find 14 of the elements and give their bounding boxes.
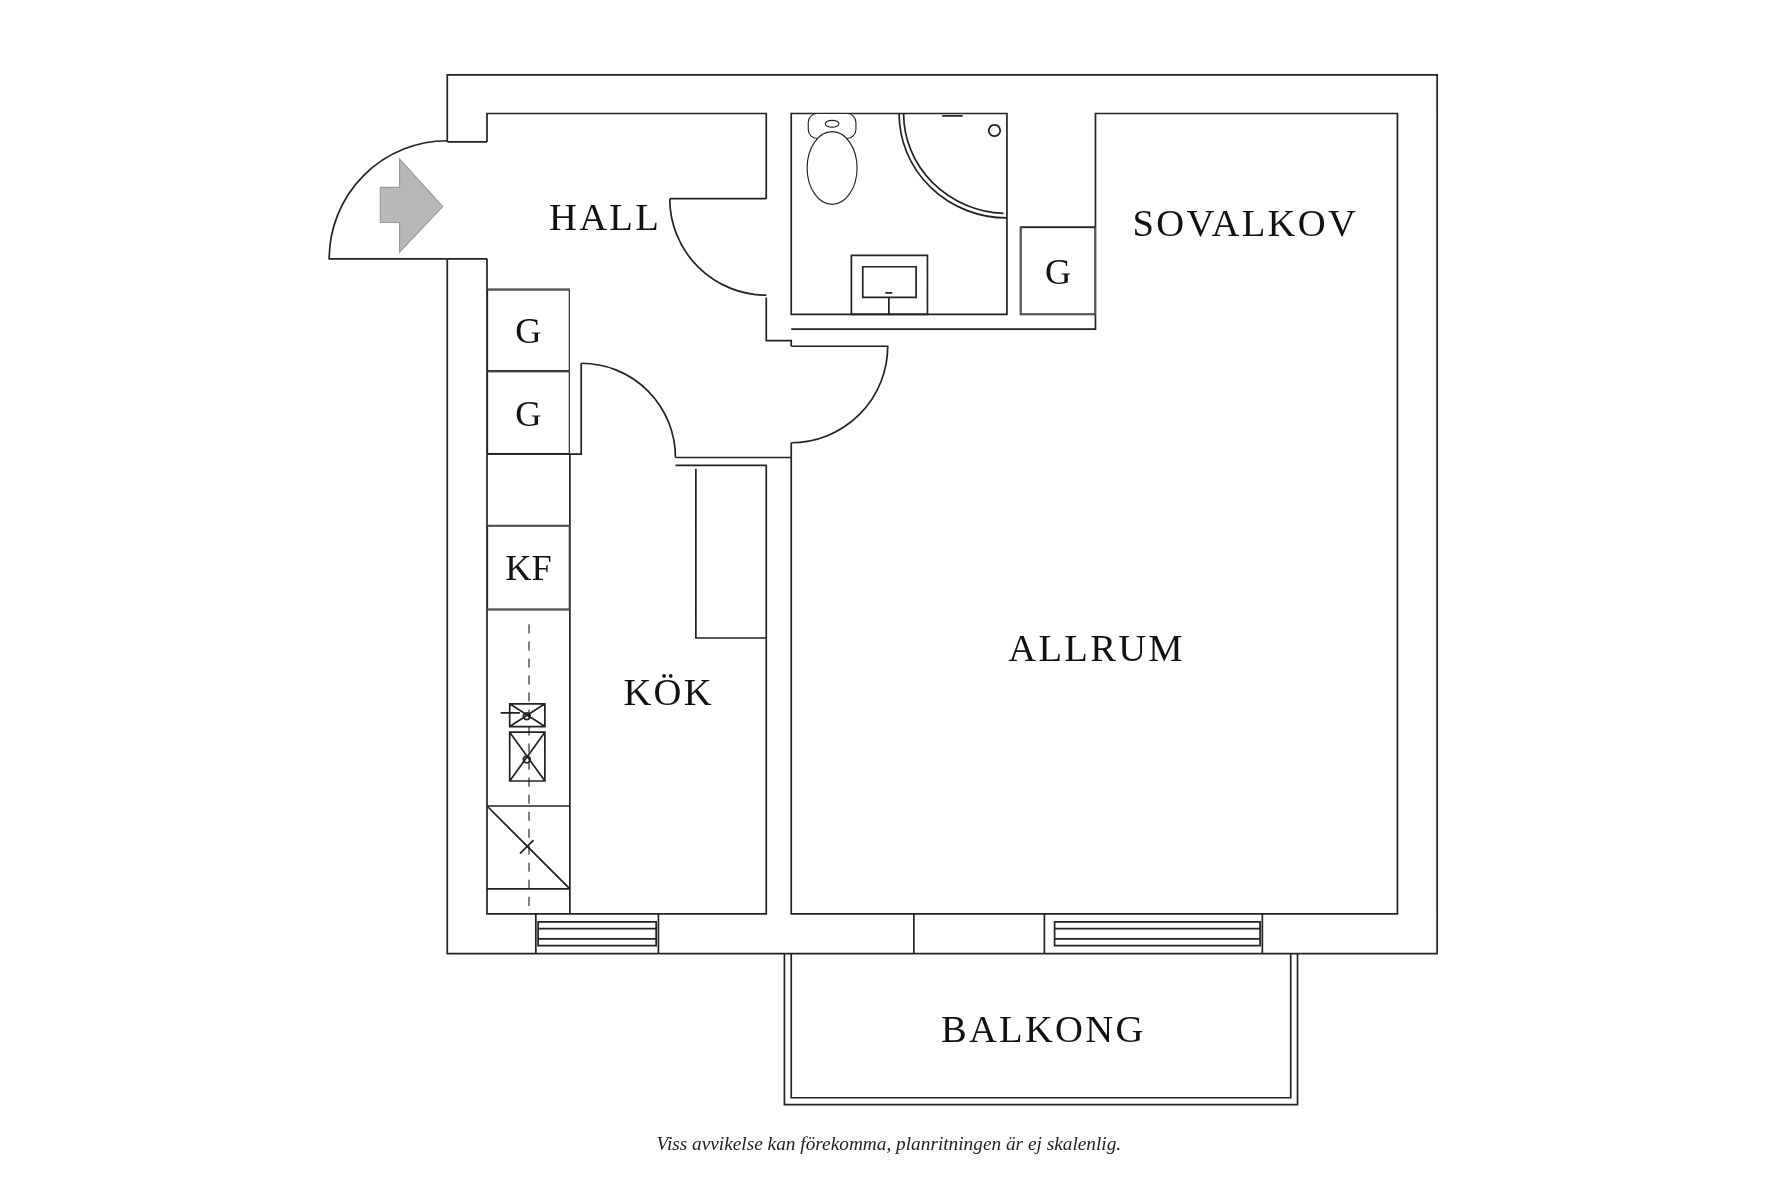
room-name: HALL bbox=[549, 198, 662, 238]
room-name: BALKONG bbox=[940, 1010, 1146, 1049]
room-name: SOVALKOV bbox=[1132, 204, 1359, 243]
cabinet-code: G bbox=[1044, 252, 1072, 289]
cabinet-box bbox=[487, 289, 570, 372]
room-name: ALLRUM bbox=[1008, 628, 1185, 668]
cabinet-code: G bbox=[515, 394, 542, 431]
cabinet-box bbox=[487, 525, 570, 610]
disclaimer-caption: Viss avvikelse kan förekomma, planritningen är ej skalenlig. bbox=[656, 1132, 1122, 1156]
room-name: KÖK bbox=[623, 673, 714, 712]
cabinet-box bbox=[487, 371, 570, 455]
cabinet-code: G bbox=[515, 312, 542, 349]
cabinet-code: KF bbox=[505, 549, 552, 586]
cabinet-box bbox=[1020, 227, 1096, 315]
